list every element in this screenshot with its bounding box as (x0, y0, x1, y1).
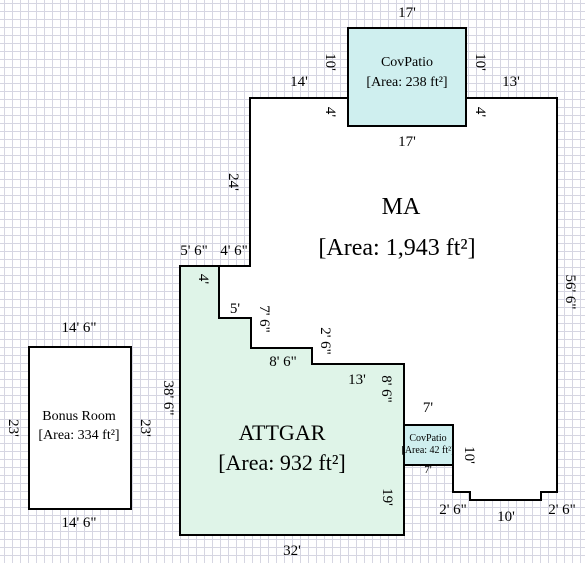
dim-garage-13: 13' (348, 372, 366, 388)
dim-garage-8-6-h: 8' 6" (269, 354, 297, 370)
bonus-room (28, 346, 132, 510)
garage-name: ATTGAR (239, 420, 326, 445)
dim-bottom-10: 10' (497, 509, 515, 525)
bonus-room-size: [Area: 334 ft²] (38, 428, 119, 443)
dim-main-left: 24' (225, 173, 241, 191)
garage-size: [Area: 932 ft²] (218, 450, 346, 475)
dim-step-4-6: 4' 6" (220, 243, 248, 259)
dim-patio-right-step: 4' (472, 107, 488, 118)
dim-patio-small-right: 10' (461, 446, 477, 464)
dim-patio-small-inner: 7' (424, 464, 432, 476)
main-area-name: MA (382, 194, 421, 220)
covered-patio-top (347, 27, 467, 127)
garage-area (179, 265, 405, 536)
dim-main-right: 56' 6" (562, 274, 578, 309)
dim-garage-step-4: 4' (195, 274, 211, 285)
dim-patio-right-height: 10' (472, 53, 488, 71)
dim-bottom-2-6-left: 2' 6" (439, 502, 467, 518)
dim-top-left: 14' (290, 74, 308, 90)
patio-small-name: CovPatio (409, 433, 446, 444)
bonus-room-name: Bonus Room (42, 409, 116, 424)
dim-patio-small-top: 7' (423, 400, 434, 416)
dim-bonus-left: 23' (5, 419, 21, 437)
dim-garage-left: 38' 6" (160, 380, 176, 415)
dim-garage-right: 19' (379, 488, 395, 506)
patio-small-size: [Area: 42 ft²] (402, 445, 455, 456)
dim-patio-top-width: 17' (398, 5, 416, 21)
dim-garage-7-6: 7' 6" (256, 305, 272, 333)
dim-top-right: 13' (502, 74, 520, 90)
dim-step-5-6: 5' 6" (180, 243, 208, 259)
dim-garage-bottom: 32' (283, 543, 301, 559)
dim-patio-bottom-width: 17' (398, 134, 416, 150)
dim-bonus-top: 14' 6" (61, 320, 96, 336)
dim-bonus-bottom: 14' 6" (61, 515, 96, 531)
patio-top-name: CovPatio (381, 55, 433, 70)
dim-bonus-right: 23' (137, 419, 153, 437)
dim-patio-left-height: 10' (322, 53, 338, 71)
dim-patio-left-step: 4' (322, 107, 338, 118)
dim-garage-2-6: 2' 6" (317, 327, 333, 355)
dim-garage-step-5: 5' (230, 301, 241, 317)
dim-garage-8-6-v: 8' 6" (378, 375, 394, 403)
main-area-size: [Area: 1,943 ft²] (318, 235, 475, 261)
dim-bottom-2-6-right: 2' 6" (548, 502, 576, 518)
covered-patio-small (403, 424, 454, 466)
patio-top-size: [Area: 238 ft²] (366, 75, 447, 90)
